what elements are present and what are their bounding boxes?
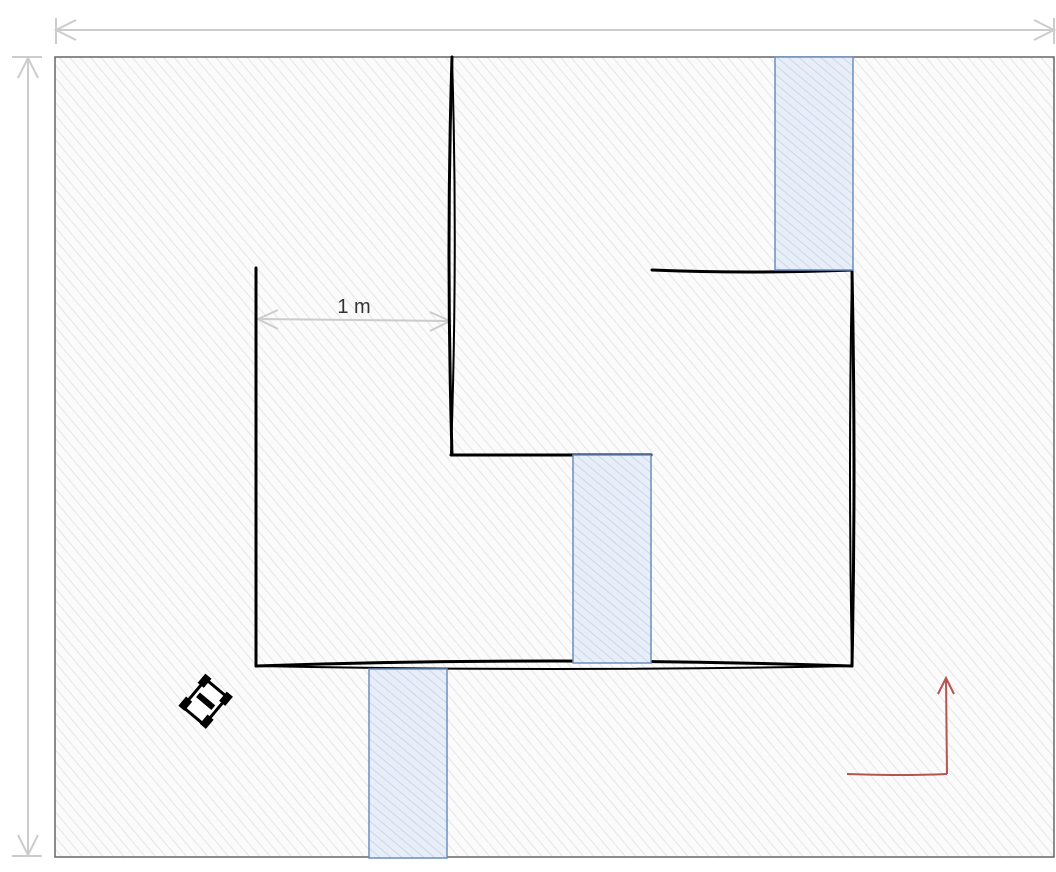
arena-floor — [54, 56, 1055, 858]
robot-icon — [178, 673, 233, 729]
wall — [850, 268, 856, 668]
wall — [650, 268, 854, 274]
obstacle-block — [572, 454, 652, 664]
height-dimension-arrow — [12, 55, 42, 858]
obstacle-block — [368, 668, 448, 859]
maze-walls — [254, 55, 856, 670]
obstacle-block — [774, 56, 854, 271]
axis-arrow-icon — [846, 675, 955, 776]
dimension-label: 1 m — [337, 296, 370, 318]
wall — [447, 55, 454, 457]
wall — [254, 659, 854, 668]
width-dimension-arrow — [53, 18, 1056, 44]
